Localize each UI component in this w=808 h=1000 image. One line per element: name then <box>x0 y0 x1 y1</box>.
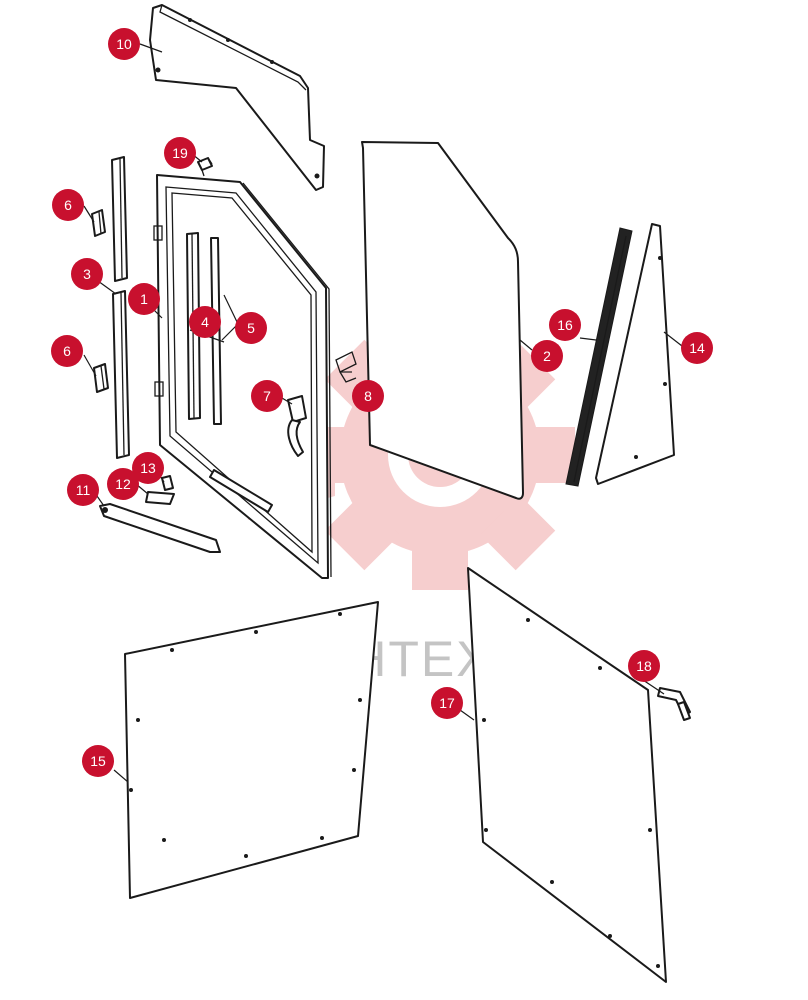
callout-7: 7 <box>251 380 283 412</box>
callout-number: 17 <box>439 695 455 711</box>
part-17-side-panel <box>467 567 667 983</box>
callout-number: 2 <box>543 348 551 364</box>
part-8-latch <box>335 351 357 383</box>
callout-number: 5 <box>247 320 255 336</box>
callout-number: 18 <box>636 658 652 674</box>
callout-circle <box>531 340 563 372</box>
callout-number: 19 <box>172 145 188 161</box>
part-16-seal-strip <box>565 227 633 487</box>
part-3-vertical-profile <box>111 156 130 459</box>
part-14-triangular-panel <box>595 223 675 485</box>
callout-circle <box>82 745 114 777</box>
callout-4: 4 <box>189 306 221 338</box>
part-6-hinge-upper <box>91 209 106 237</box>
callout-circle <box>431 687 463 719</box>
part-11-arm <box>99 503 221 553</box>
callout-number: 12 <box>115 476 131 492</box>
callout-10: 10 <box>108 28 140 60</box>
callout-3: 3 <box>71 258 103 290</box>
callout-circle <box>71 258 103 290</box>
callout-number: 6 <box>63 343 71 359</box>
callout-6-upper: 6 <box>52 189 84 221</box>
part-1-door-frame <box>153 174 332 579</box>
callout-circle <box>189 306 221 338</box>
callout-circle <box>549 309 581 341</box>
callout-number: 16 <box>557 317 573 333</box>
part-12-plate <box>145 491 175 505</box>
callout-circle <box>352 380 384 412</box>
callout-13: 13 <box>132 452 164 484</box>
callout-number: 11 <box>76 482 91 498</box>
callout-1: 1 <box>128 283 160 315</box>
part-18-bracket <box>657 687 691 721</box>
callout-12: 12 <box>107 468 139 500</box>
callout-circle <box>52 189 84 221</box>
part-15-side-panel <box>124 601 379 899</box>
callout-19: 19 <box>164 137 196 169</box>
callout-16: 16 <box>549 309 581 341</box>
callout-number: 1 <box>140 291 148 307</box>
callout-6-lower: 6 <box>51 335 83 367</box>
callout-circle <box>251 380 283 412</box>
callout-number: 7 <box>263 388 271 404</box>
callout-number: 14 <box>689 340 705 356</box>
callout-circle <box>51 335 83 367</box>
callout-circle <box>164 137 196 169</box>
callout-number: 10 <box>116 36 132 52</box>
callout-number: 3 <box>83 266 91 282</box>
callout-17: 17 <box>431 687 463 719</box>
callout-circle <box>235 312 267 344</box>
part-6-hinge-lower <box>93 363 109 393</box>
callout-15: 15 <box>82 745 114 777</box>
callout-circle <box>628 650 660 682</box>
callout-number: 8 <box>364 388 372 404</box>
part-10-top-bracket <box>149 4 325 191</box>
callout-14: 14 <box>681 332 713 364</box>
callout-number: 6 <box>64 197 72 213</box>
callout-circle <box>67 474 99 506</box>
callout-circle <box>128 283 160 315</box>
callout-8: 8 <box>352 380 384 412</box>
callout-2: 2 <box>531 340 563 372</box>
callout-5: 5 <box>235 312 267 344</box>
callout-circle <box>107 468 139 500</box>
part-2-glass-panel <box>361 141 524 500</box>
callout-number: 15 <box>90 753 106 769</box>
callout-number: 4 <box>201 314 209 330</box>
callout-11: 11 <box>67 474 99 506</box>
callout-circle <box>132 452 164 484</box>
callout-18: 18 <box>628 650 660 682</box>
callout-number: 13 <box>140 460 156 476</box>
part-7-door-handle <box>287 395 307 457</box>
part-13-nut <box>161 475 174 491</box>
callout-circle <box>681 332 713 364</box>
callout-circle <box>108 28 140 60</box>
